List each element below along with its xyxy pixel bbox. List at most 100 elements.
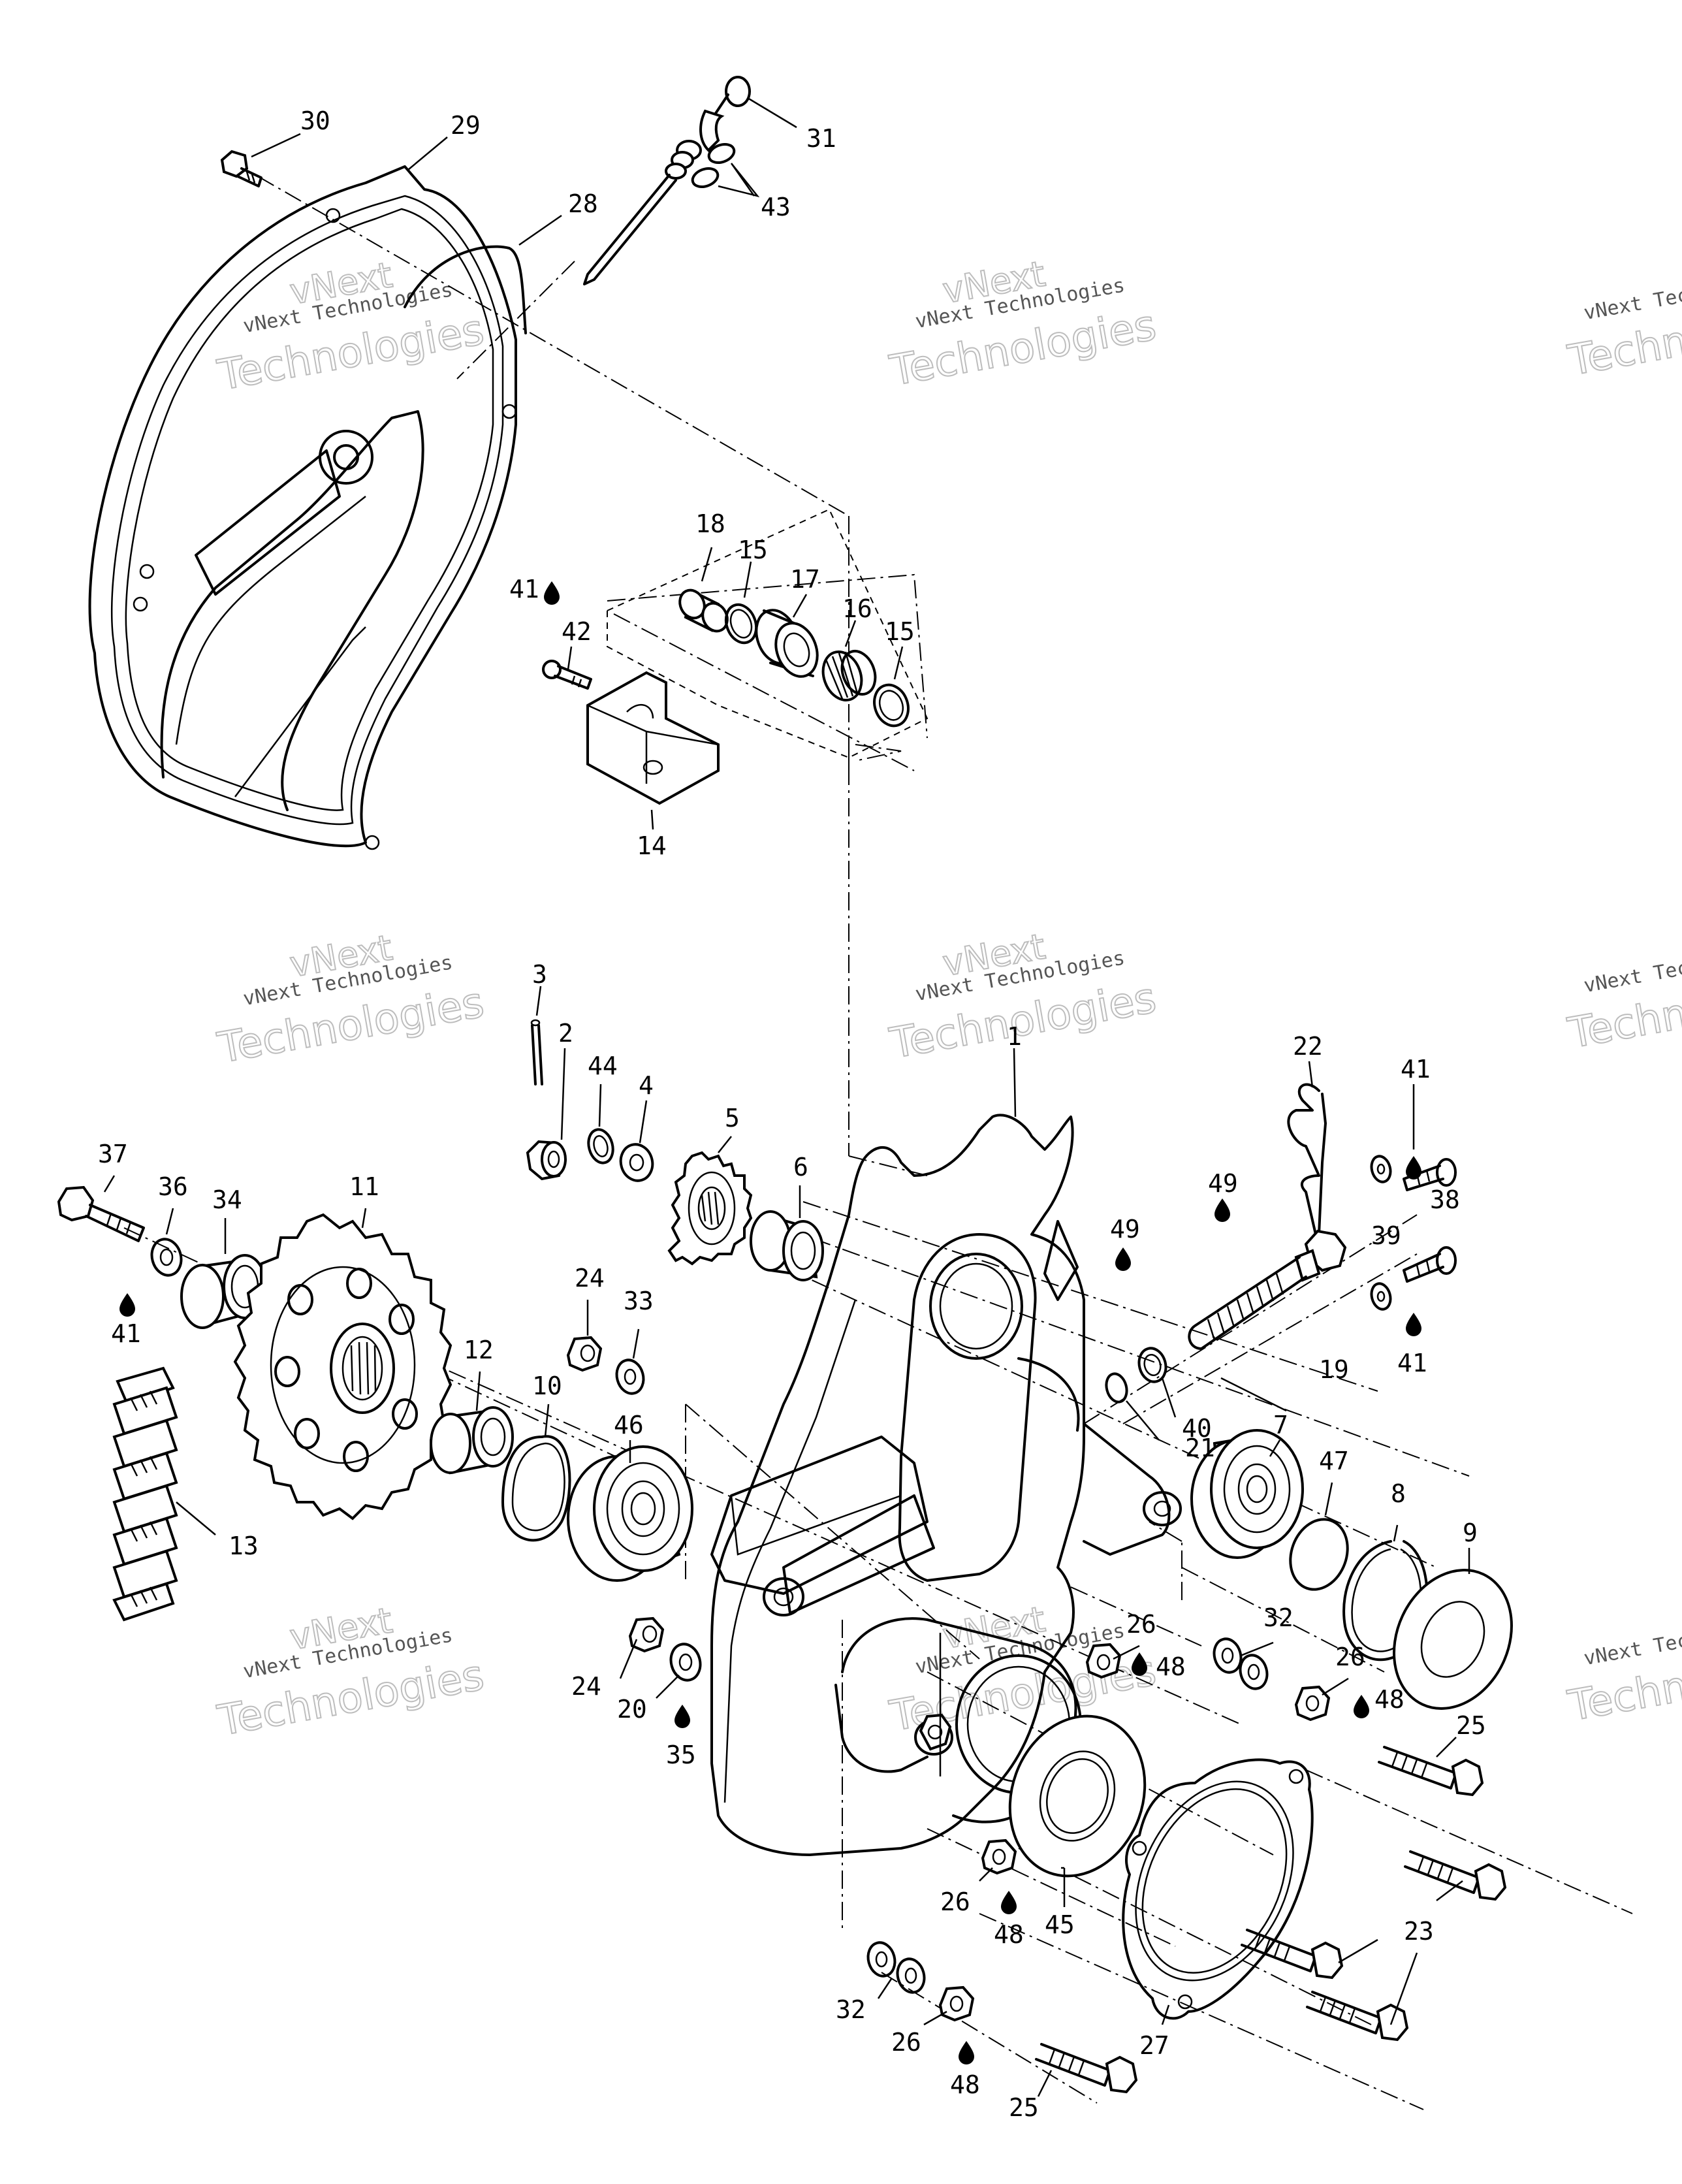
part-26-nut-a <box>1085 1643 1122 1679</box>
callout-25: 25 <box>1009 2093 1039 2122</box>
part-38-screw-lower <box>1403 1246 1457 1283</box>
callout-45: 45 <box>1045 1910 1075 1939</box>
callout-36: 36 <box>158 1172 188 1201</box>
oil-drop-icon <box>1354 1695 1369 1718</box>
assembly-centerlines <box>123 176 1633 2110</box>
callout-14: 14 <box>637 831 667 860</box>
part-28-vent-hose <box>404 245 527 334</box>
callout-41: 41 <box>1397 1349 1427 1377</box>
watermark-mid-right: vNext Tec Techno <box>1564 957 1682 1059</box>
callout-30: 30 <box>300 106 330 135</box>
callout-10: 10 <box>532 1372 562 1400</box>
oil-drop-icon <box>1132 1652 1147 1676</box>
callout-21: 21 <box>1185 1434 1215 1462</box>
part-14-tensioner-block <box>586 671 720 805</box>
leader-lines <box>103 97 1470 2097</box>
part-37-bolt <box>57 1185 145 1242</box>
part-36-washer <box>150 1238 183 1277</box>
part-44-spring-washer <box>587 1128 614 1164</box>
part-3-cotter-pin <box>530 1019 543 1085</box>
callout-19: 19 <box>1319 1355 1349 1384</box>
svg-text:Techno: Techno <box>1564 1658 1682 1731</box>
callout-42: 42 <box>562 617 592 646</box>
oil-drop-icon <box>1001 1891 1017 1914</box>
part-16-needle-bearing <box>821 650 877 701</box>
callout-48: 48 <box>950 2070 980 2099</box>
callout-32: 32 <box>836 1995 866 2024</box>
watermark-top-left: vNext vNext Technologies Technologies <box>214 253 488 400</box>
svg-text:Techno: Techno <box>1564 312 1682 385</box>
callout-23: 23 <box>1404 1917 1434 1946</box>
oil-drop-icon <box>1406 1156 1421 1180</box>
part-10-circlip <box>501 1435 571 1542</box>
callout-15: 15 <box>738 536 768 564</box>
part-5-upper-sprocket <box>667 1151 753 1266</box>
oil-drop-icons <box>119 581 1421 2064</box>
oil-drop-icon <box>1406 1313 1421 1336</box>
watermark-mid-left: vNext vNext Technologies Technologies <box>214 926 488 1073</box>
part-23-bolt-b <box>1241 1929 1344 1980</box>
callout-49: 49 <box>1110 1215 1140 1244</box>
part-39-washer-upper <box>1370 1155 1392 1183</box>
callout-34: 34 <box>212 1185 242 1214</box>
part-15-washer-b <box>873 683 910 728</box>
callout-39: 39 <box>1371 1221 1401 1250</box>
oil-drop-icon <box>1214 1198 1230 1222</box>
part-9-seal-plate <box>1393 1569 1513 1710</box>
callout-26: 26 <box>1126 1610 1156 1639</box>
oil-drop-icon <box>1115 1247 1131 1271</box>
callout-48: 48 <box>1156 1652 1186 1681</box>
callout-41: 41 <box>111 1319 141 1348</box>
watermark-top-right: vNext Tec Techno <box>1564 284 1682 387</box>
part-23-bolt-c <box>1306 1991 1409 2042</box>
callout-43: 43 <box>761 193 791 221</box>
callout-44: 44 <box>588 1052 618 1080</box>
watermark-low-right: vNext Tec Techno <box>1564 1630 1682 1732</box>
callout-2: 2 <box>558 1019 573 1048</box>
part-43-o-rings <box>691 142 736 189</box>
part-27-gasket <box>1122 1758 1314 2020</box>
part-25-bolt-lower <box>1035 2043 1138 2094</box>
callout-46: 46 <box>614 1411 644 1439</box>
svg-text:Techno: Techno <box>1564 985 1682 1058</box>
callout-13: 13 <box>229 1532 259 1560</box>
svg-text:vNext Tec: vNext Tec <box>1582 1630 1682 1671</box>
callout-28: 28 <box>568 189 598 218</box>
part-38-screw-upper <box>1403 1158 1457 1191</box>
watermark-low-left: vNext vNext Technologies Technologies <box>214 1599 488 1746</box>
callout-25: 25 <box>1456 1711 1486 1740</box>
tensioner-group-dashed-box <box>607 508 928 759</box>
callout-35: 35 <box>666 1741 696 1769</box>
part-33-washer <box>615 1358 645 1395</box>
callout-32: 32 <box>1263 1603 1293 1632</box>
callout-26: 26 <box>891 2028 921 2057</box>
callout-17: 17 <box>790 565 820 594</box>
callout-22: 22 <box>1293 1032 1323 1061</box>
callout-20: 20 <box>617 1695 647 1724</box>
part-26-nut-d <box>938 1985 975 2022</box>
callout-24: 24 <box>571 1672 601 1701</box>
part-20-washer <box>669 1643 702 1682</box>
part-30-cover-screw <box>220 150 262 187</box>
part-12-spacer <box>430 1406 514 1475</box>
callout-7: 7 <box>1273 1411 1288 1439</box>
part-47-o-ring <box>1289 1518 1349 1591</box>
callout-24: 24 <box>575 1264 605 1293</box>
part-18-spacer <box>678 588 729 633</box>
oil-drop-icon <box>544 581 560 605</box>
part-22-cotter-pin <box>1287 1083 1327 1236</box>
callout-9: 9 <box>1463 1518 1478 1547</box>
callout-41: 41 <box>1401 1055 1431 1084</box>
part-1-chaincase-housing <box>710 1114 1182 1856</box>
callout-47: 47 <box>1319 1447 1349 1475</box>
callout-26: 26 <box>940 1887 970 1916</box>
part-24-nut-lower <box>628 1616 665 1653</box>
oil-drop-icon <box>119 1293 135 1317</box>
callout-1: 1 <box>1007 1022 1022 1051</box>
watermark-top-center: vNext vNext Technologies Technologies <box>885 253 1160 396</box>
callout-29: 29 <box>451 111 481 140</box>
part-13-chain <box>112 1366 178 1622</box>
part-42-tensioner-bolt <box>542 660 592 690</box>
part-19-tension-bolt <box>1188 1229 1347 1350</box>
callout-5: 5 <box>725 1104 740 1132</box>
